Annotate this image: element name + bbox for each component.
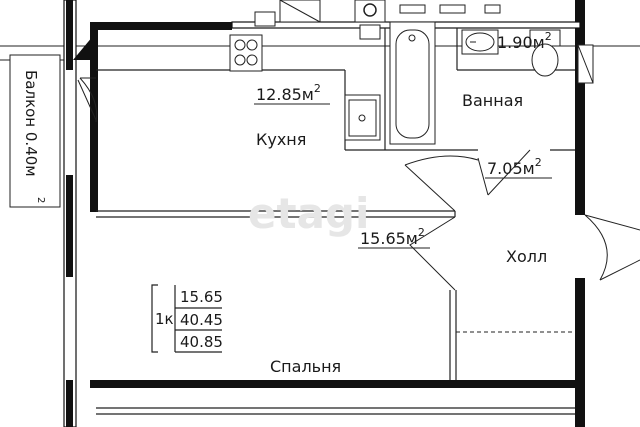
stove-icon	[229, 34, 263, 72]
outer-wall	[575, 0, 585, 215]
rooms-count-label: 1к	[155, 310, 174, 328]
outer-wall	[90, 380, 575, 388]
area-with-balcony-value: 40.85	[180, 333, 223, 351]
outer-wall	[575, 278, 585, 427]
balcony-area-superscript: 2	[35, 197, 46, 203]
meter-box	[359, 24, 381, 40]
door-swing	[409, 216, 456, 291]
wall-panel	[439, 4, 466, 14]
door-leaf	[487, 149, 531, 196]
wall-panel	[399, 4, 426, 14]
door-leaf	[77, 79, 97, 121]
outer-wall	[90, 22, 98, 212]
balcony	[9, 54, 61, 208]
bathroom-area: 7.05м2	[487, 156, 542, 178]
riser	[354, 0, 386, 23]
balcony-label: Балкон 0.40м	[22, 70, 40, 177]
door-swing	[404, 155, 479, 166]
watermark: etagi	[248, 189, 369, 238]
hall-name: Холл	[506, 247, 547, 266]
outer-wall	[73, 22, 232, 60]
wc-area: 1.90м2	[497, 30, 552, 52]
left-wall-solid	[66, 380, 73, 427]
area-summary-table: 1к 15.65 40.45 40.85	[151, 284, 223, 353]
bathroom-name: Ванная	[462, 91, 523, 110]
bathtub-icon	[389, 21, 436, 145]
bathroom-sink-icon	[461, 29, 499, 55]
kitchen-name: Кухня	[256, 130, 306, 149]
door-leaf	[584, 214, 640, 231]
door-leaf	[599, 259, 640, 281]
wall-panel	[484, 4, 501, 14]
vent-shaft	[279, 0, 321, 23]
total-area-value: 40.45	[180, 311, 223, 329]
vent-shaft	[254, 11, 276, 27]
riser-pipe-icon	[363, 3, 377, 17]
living-area-value: 15.65	[180, 288, 223, 306]
kitchen-area: 12.85м2	[256, 82, 321, 104]
door-swing	[79, 77, 98, 123]
kitchen-sink-icon	[344, 94, 381, 141]
bedroom-name: Спальня	[270, 357, 341, 376]
toilet-icon	[529, 29, 561, 77]
door-leaf	[477, 157, 489, 196]
left-wall-solid	[66, 175, 73, 277]
bedroom-area: 15.65м2	[360, 226, 425, 248]
door-swing	[404, 164, 456, 212]
riser	[577, 44, 594, 84]
door-swing	[584, 214, 608, 281]
left-wall-solid	[66, 0, 73, 70]
